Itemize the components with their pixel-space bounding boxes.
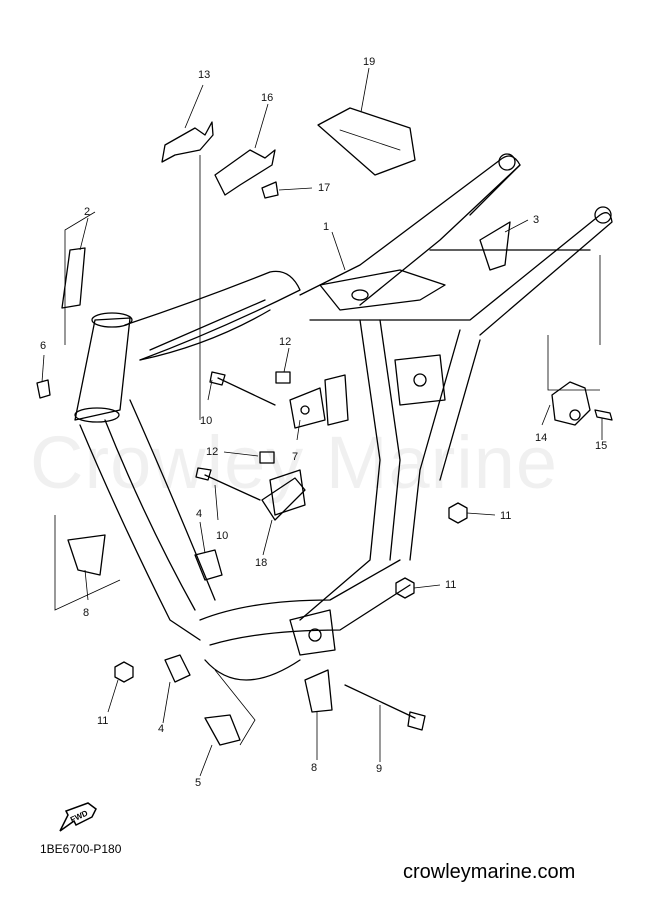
part-15-bolt bbox=[594, 409, 613, 421]
main-frame-right bbox=[409, 329, 461, 561]
footer-site-link[interactable]: crowleymarine.com bbox=[403, 861, 576, 883]
callout-11-mid: 11 bbox=[445, 579, 457, 591]
seat-rail-lower bbox=[309, 212, 613, 336]
part-18-plate bbox=[261, 477, 306, 521]
mount-plate-mid bbox=[269, 469, 306, 516]
callout-14: 14 bbox=[535, 432, 548, 444]
callout-6: 6 bbox=[40, 340, 47, 352]
callout-10-upper: 10 bbox=[200, 415, 213, 427]
part-14-bracket bbox=[551, 381, 591, 426]
part-5-clamp bbox=[204, 714, 241, 746]
top-cross-member bbox=[319, 269, 446, 311]
callout-9: 9 bbox=[376, 763, 383, 775]
part-12-bolt-a bbox=[275, 371, 291, 384]
part-17-bolt bbox=[261, 181, 279, 199]
part-19-pad bbox=[317, 107, 416, 176]
callout-13: 13 bbox=[198, 69, 211, 81]
callout-4-upper: 4 bbox=[196, 508, 203, 520]
part-8-plate-a bbox=[67, 534, 106, 576]
callout-11-right: 11 bbox=[500, 510, 512, 522]
head-tube-top bbox=[91, 312, 133, 328]
callout-4-lower: 4 bbox=[158, 723, 165, 735]
part-11-nut-a bbox=[448, 502, 468, 524]
callout-12-upper: 12 bbox=[279, 336, 292, 348]
part-13-bracket bbox=[161, 121, 214, 163]
part-16-bracket bbox=[214, 149, 276, 196]
callout-15: 15 bbox=[595, 440, 608, 452]
part-8-plate-b bbox=[304, 669, 333, 713]
mount-plate-front bbox=[289, 387, 326, 429]
down-tube-right bbox=[129, 399, 216, 601]
part-9-bolt bbox=[344, 684, 416, 719]
part-10-bolt-b bbox=[204, 474, 261, 501]
part-6-clip bbox=[36, 379, 51, 399]
diagram-code: 1BE6700-P180 bbox=[40, 842, 122, 856]
callout-16: 16 bbox=[261, 92, 274, 104]
part-12-bolt-b bbox=[259, 451, 275, 464]
part-10-bolt-a bbox=[217, 377, 276, 406]
callout-1: 1 bbox=[323, 221, 330, 233]
part-4-clamp-a bbox=[194, 549, 223, 581]
main-frame-left bbox=[299, 319, 381, 621]
backbone-rail bbox=[124, 270, 301, 361]
head-tube bbox=[74, 317, 131, 421]
callout-19: 19 bbox=[363, 56, 376, 68]
callout-2: 2 bbox=[84, 206, 91, 218]
fwd-arrow-icon bbox=[59, 802, 97, 832]
callout-8-left: 8 bbox=[83, 607, 90, 619]
part-2-strip bbox=[61, 247, 86, 309]
callout-8-right: 8 bbox=[311, 762, 318, 774]
down-tube-left bbox=[79, 424, 201, 641]
callout-10-lower: 10 bbox=[216, 530, 229, 542]
pivot-plate bbox=[394, 354, 446, 406]
part-3-plate bbox=[479, 221, 511, 271]
head-tube-bottom bbox=[74, 407, 120, 423]
part-11-nut-b bbox=[395, 577, 415, 599]
part-11-nut-c bbox=[114, 661, 134, 683]
part-4-clamp-b bbox=[164, 654, 191, 683]
callout-7: 7 bbox=[292, 451, 299, 463]
callout-12-lower: 12 bbox=[206, 446, 219, 458]
callout-3: 3 bbox=[533, 214, 540, 226]
bottom-cradle bbox=[199, 559, 401, 621]
callout-5: 5 bbox=[195, 777, 202, 789]
callout-18: 18 bbox=[255, 557, 268, 569]
lower-pivot bbox=[289, 609, 336, 656]
callout-11-left: 11 bbox=[97, 715, 109, 727]
callout-17: 17 bbox=[318, 182, 331, 194]
